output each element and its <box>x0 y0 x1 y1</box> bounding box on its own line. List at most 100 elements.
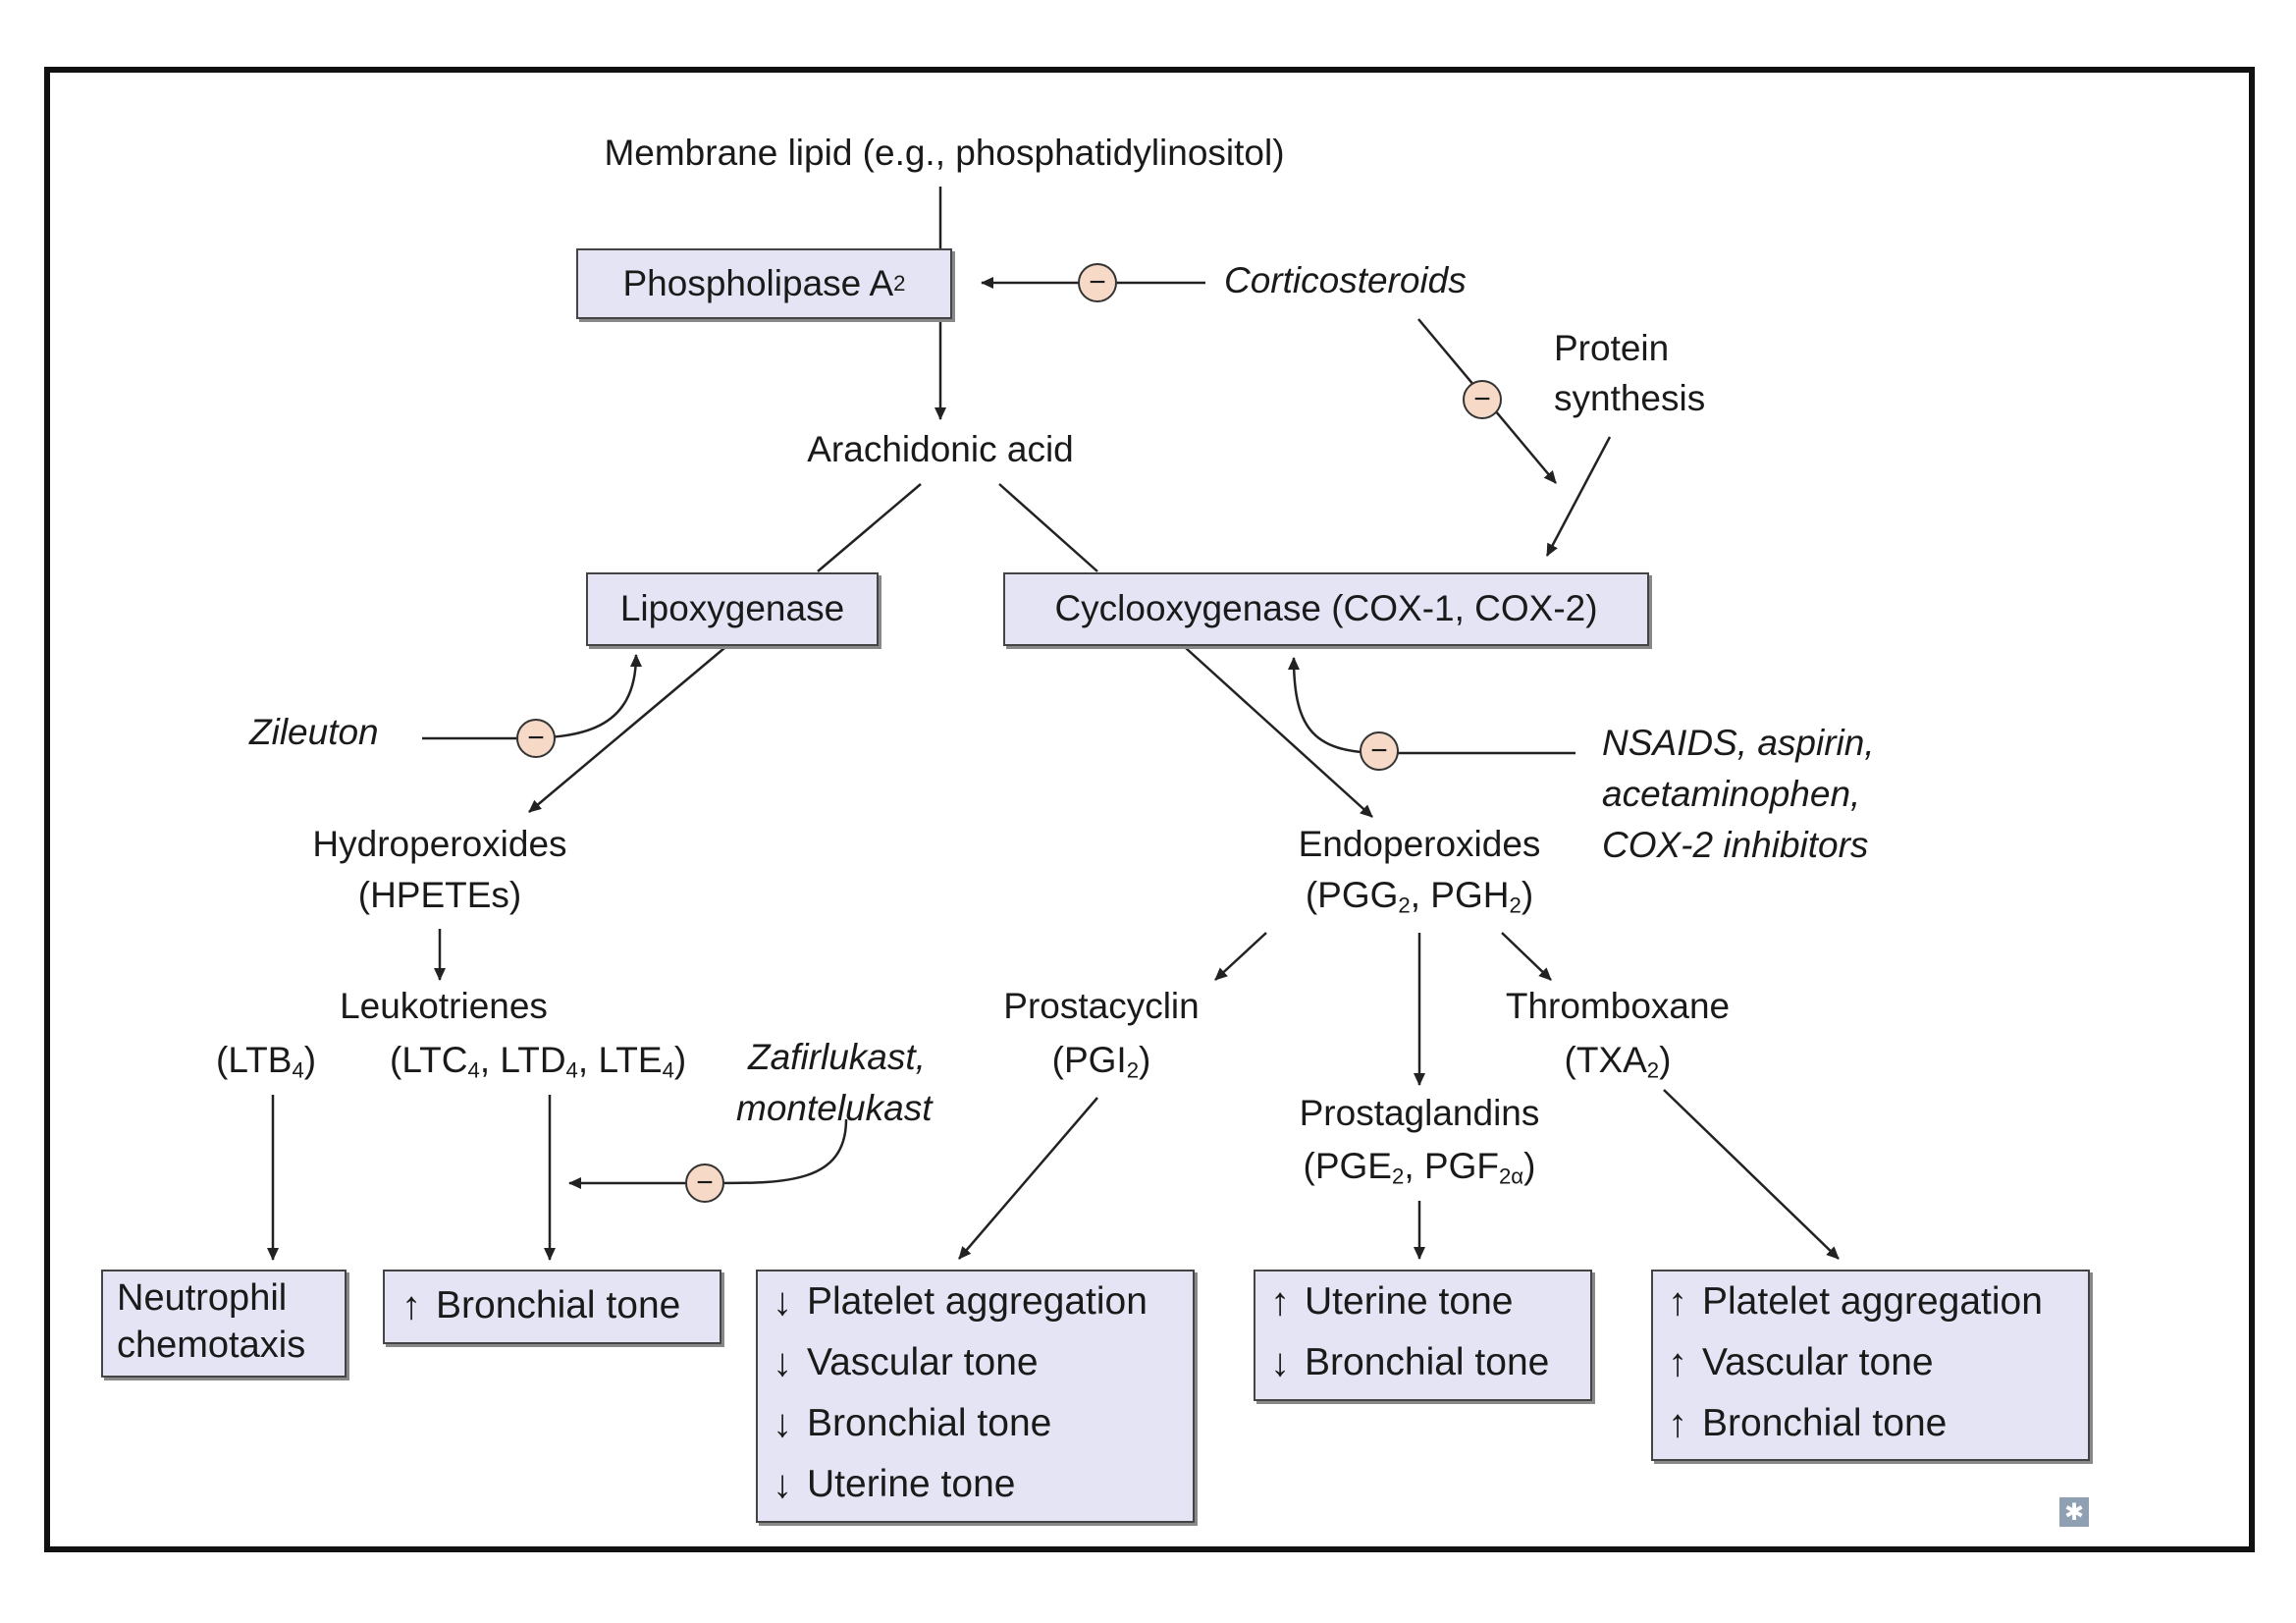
txa-text-a: (TXA <box>1564 1040 1647 1080</box>
ltb4-label: (LTB4) <box>216 1039 316 1084</box>
pg-sub-2: 2α <box>1498 1163 1524 1189</box>
arrow-up-icon: ↑ <box>1668 1340 1687 1384</box>
hydroperoxides-line2: (HPETEs) <box>357 875 522 915</box>
effect-row: ↑ Bronchial tone <box>1661 1393 2080 1454</box>
endo-sub-1: 2 <box>1398 893 1411 918</box>
effect-label: Vascular tone <box>807 1341 1039 1383</box>
prostaglandins-title: Prostaglandins <box>1299 1093 1540 1133</box>
arrow-down-icon: ↓ <box>773 1401 792 1445</box>
effect-row: ↓Platelet aggregation <box>766 1271 1185 1332</box>
ltc-ltd-lte-label: (LTC4, LTD4, LTE4) <box>390 1039 686 1084</box>
effect-label: Uterine tone <box>1305 1280 1514 1323</box>
line-aa-to-cox <box>998 483 1098 572</box>
endo-text-c: ) <box>1521 875 1534 915</box>
endoperoxides-line2: (PGG2, PGH2) <box>1306 874 1533 919</box>
arrow-cox-to-endoperoxides <box>1185 647 1373 818</box>
arrow-up-icon: ↑ <box>1668 1401 1687 1445</box>
pg-text-a: (PGE <box>1303 1146 1392 1186</box>
phospholipase-label: Phospholipase A <box>622 262 894 303</box>
ltc-text-b: , LTD <box>479 1040 566 1080</box>
corticosteroids-label: Corticosteroids <box>1224 260 1467 300</box>
effect-label: Uterine tone <box>807 1463 1016 1505</box>
arrow-down-icon: ↓ <box>773 1279 792 1324</box>
effect-label: Bronchial tone <box>807 1402 1052 1444</box>
ltb4-text-b: ) <box>303 1040 317 1080</box>
endo-text-a: (PGG <box>1305 875 1399 915</box>
line-aa-to-lox <box>817 483 922 572</box>
txa-text-b: ) <box>1659 1040 1672 1080</box>
neutrophil-line1: Neutrophil <box>117 1277 288 1319</box>
endo-text-b: , PGH <box>1410 875 1510 915</box>
arrow-down-icon: ↓ <box>1270 1340 1290 1384</box>
arrow-nsaids-inhibit <box>1288 657 1575 755</box>
ltc-sub-3: 4 <box>662 1057 674 1083</box>
inhibit-icon-nsaids: − <box>1360 731 1399 771</box>
prostaglandins-effect-box: ↑ Uterine tone ↓ Bronchial tone <box>1254 1270 1592 1401</box>
nsaids-line2: acetaminophen, <box>1602 774 1861 814</box>
pgi-text-b: ) <box>1139 1040 1151 1080</box>
effect-label: Bronchial tone <box>1702 1402 1948 1444</box>
ltc-text-d: ) <box>673 1040 687 1080</box>
pg-sub-1: 2 <box>1392 1163 1405 1189</box>
arrow-endo-to-prostacyclin <box>1214 932 1267 981</box>
thromboxane-formula: (TXA2) <box>1565 1039 1672 1084</box>
lipoxygenase-box: Lipoxygenase <box>586 572 879 646</box>
arrow-lox-to-hpete <box>528 647 725 813</box>
thromboxane-effect-box: ↑ Platelet aggregation ↑ Vascular tone ↑ Br… <box>1651 1270 2090 1461</box>
effect-label: Vascular tone <box>1702 1341 1934 1383</box>
effect-row: ↓ Bronchial tone <box>1263 1332 1582 1393</box>
thromboxane-title: Thromboxane <box>1505 986 1731 1026</box>
effect-label: Bronchial tone <box>1305 1341 1550 1383</box>
ltc-sub-2: 4 <box>565 1057 578 1083</box>
protein-synthesis-line2: synthesis <box>1554 378 1706 418</box>
arrow-pgi2-to-effects <box>958 1097 1098 1260</box>
effect-row: ↓ Vascular tone <box>766 1332 1185 1393</box>
zafirlukast-line1: Zafirlukast, <box>748 1037 926 1077</box>
ltc-text-a: (LTC <box>390 1040 468 1080</box>
ltb4-text-a: (LTB <box>216 1040 293 1080</box>
cyclooxygenase-box: Cyclooxygenase (COX-1, COX-2) <box>1003 572 1649 646</box>
zafirlukast-line2: montelukast <box>736 1088 933 1128</box>
effect-label: Bronchial tone <box>436 1284 681 1326</box>
lipoxygenase-label: Lipoxygenase <box>619 588 845 629</box>
pg-text-b: , PGF <box>1404 1146 1499 1186</box>
neutrophil-line2: chemotaxis <box>117 1324 306 1366</box>
arrow-down-icon: ↓ <box>773 1340 792 1384</box>
inhibit-icon-zafirlukast: − <box>685 1163 724 1203</box>
txa-sub: 2 <box>1646 1057 1660 1083</box>
cyclooxygenase-label: Cyclooxygenase (COX-1, COX-2) <box>1054 588 1598 629</box>
effect-row: ↑ Vascular tone <box>1661 1332 2080 1393</box>
effect-label: Platelet aggregation <box>1702 1280 2043 1323</box>
pgi-sub: 2 <box>1126 1057 1140 1083</box>
ltc-sub-1: 4 <box>467 1057 480 1083</box>
effect-row: ↑ Bronchial tone <box>395 1275 710 1336</box>
leukotrienes-label: Leukotrienes <box>340 986 548 1026</box>
zileuton-label: Zileuton <box>249 712 379 752</box>
effect-row: ↑ Platelet aggregation <box>1661 1271 2080 1332</box>
protein-synthesis-line1: Protein <box>1554 328 1670 368</box>
arrow-txa2-to-effects <box>1663 1089 1840 1260</box>
effect-row: ↑ Uterine tone <box>1263 1271 1582 1332</box>
hydroperoxides-line1: Hydroperoxides <box>312 824 567 864</box>
endoperoxides-line1: Endoperoxides <box>1298 824 1541 864</box>
inhibit-icon-corticosteroids: − <box>1078 263 1117 302</box>
corner-badge-icon: ✱ <box>2059 1497 2089 1527</box>
prostacyclin-title: Prostacyclin <box>1003 986 1200 1026</box>
nsaids-line3: COX-2 inhibitors <box>1602 825 1869 865</box>
pgi-text-a: (PGI <box>1051 1040 1127 1080</box>
effect-row: ↓Uterine tone <box>766 1454 1185 1515</box>
arrow-zafirlukast-inhibit <box>568 1118 848 1189</box>
ltc-text-c: , LTE <box>577 1040 663 1080</box>
arrow-endo-to-thromboxane <box>1501 932 1552 981</box>
inhibit-icon-zileuton: − <box>516 719 556 758</box>
neutrophil-chemotaxis-box: Neutrophil chemotaxis <box>101 1270 347 1378</box>
arrow-up-icon: ↑ <box>401 1283 421 1327</box>
membrane-lipid-label: Membrane lipid (e.g., phosphatidylinosit… <box>604 133 1285 173</box>
phospholipase-sub: 2 <box>893 270 906 296</box>
endo-sub-2: 2 <box>1509 893 1522 918</box>
arrow-protein-synthesis-to-cox <box>1545 436 1612 557</box>
leukotriene-effect-box: ↑ Bronchial tone <box>383 1270 721 1344</box>
arrow-up-icon: ↑ <box>1668 1279 1687 1324</box>
arrow-up-icon: ↑ <box>1270 1279 1290 1324</box>
